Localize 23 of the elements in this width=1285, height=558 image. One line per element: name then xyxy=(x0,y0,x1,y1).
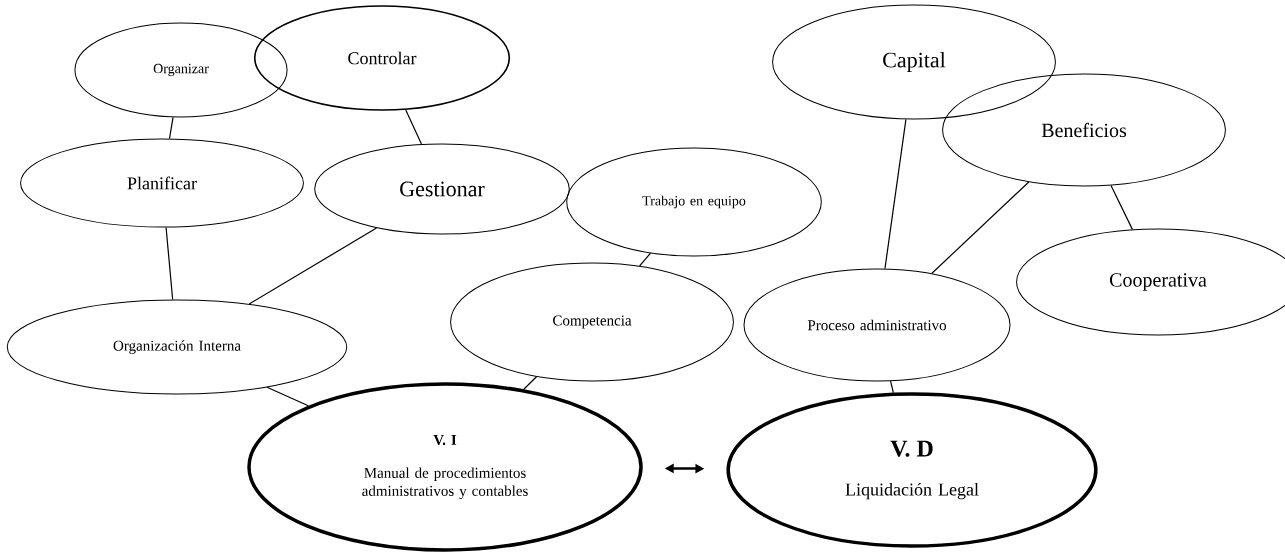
ellipse-node: Capital xyxy=(772,4,1056,120)
ellipse-node: Gestionar xyxy=(314,143,570,235)
ellipse-node: Planificar xyxy=(20,138,304,228)
ellipse-node: Organización Interna xyxy=(6,299,348,395)
ellipse-node: Beneficios xyxy=(942,73,1226,187)
connector-line xyxy=(405,109,423,145)
connector-line xyxy=(639,252,652,267)
ellipse-node: Controlar xyxy=(253,5,511,111)
ellipse-node: Competencia xyxy=(450,262,734,382)
connector-line xyxy=(523,376,538,390)
ellipse-node: V. D Liquidación Legal xyxy=(726,392,1098,548)
connector-line xyxy=(248,227,378,305)
ellipse-node: Trabajo en equipo xyxy=(566,147,822,257)
connector-line xyxy=(931,181,1030,275)
connector-line xyxy=(1110,184,1133,230)
ellipse-node: V. I Manual de procedimientos administrativos y contables xyxy=(247,382,643,552)
connector-line xyxy=(884,118,907,270)
connector-line xyxy=(266,386,309,407)
connector-line xyxy=(168,116,174,140)
ellipse-node: Organizar xyxy=(74,22,288,118)
ellipse-node: Proceso administrativo xyxy=(743,268,1011,382)
connector-line xyxy=(890,380,894,394)
connector-line xyxy=(165,226,174,301)
